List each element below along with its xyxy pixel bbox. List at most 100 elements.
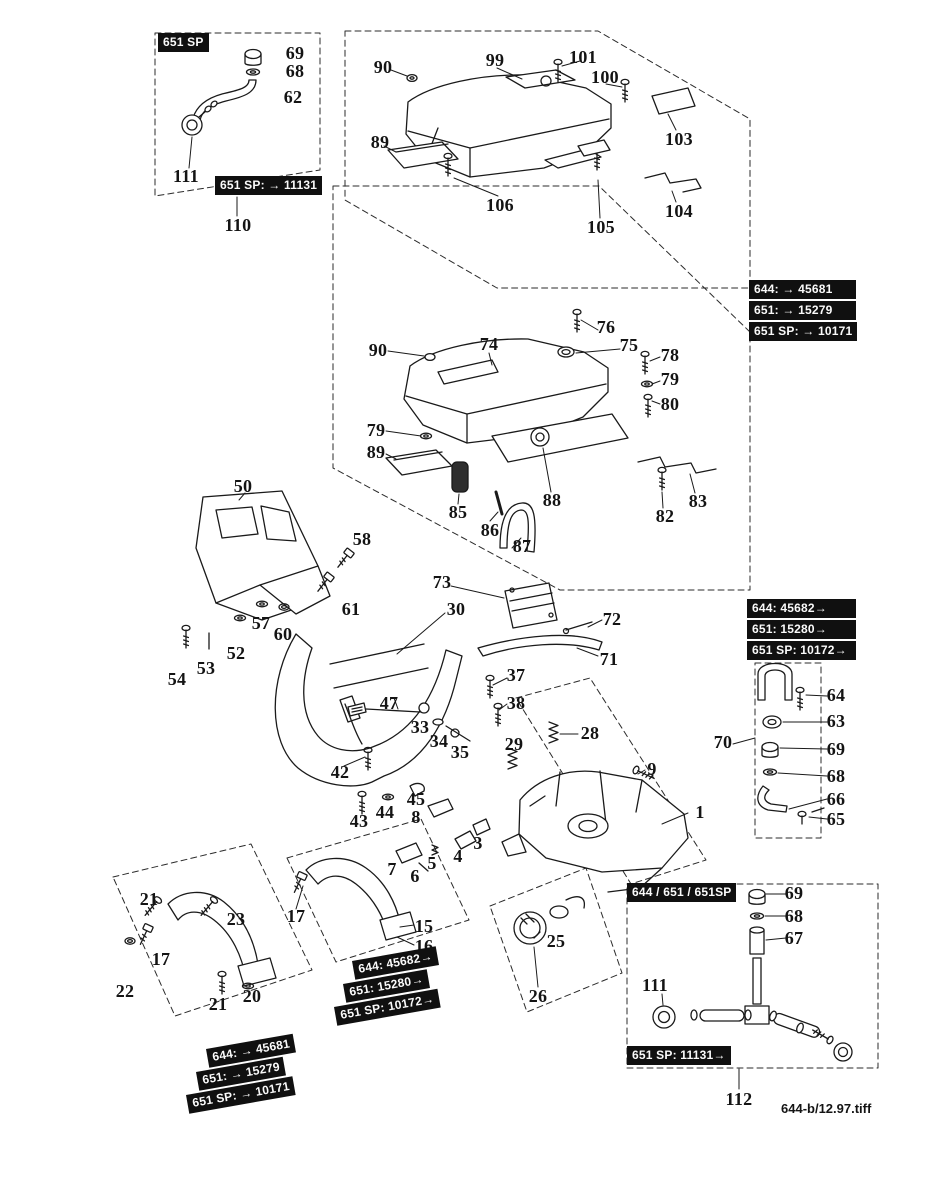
part-callout-54: 54 [167, 669, 187, 689]
part-callout-110: 110 [224, 215, 252, 235]
ref-label: 651 SP: → 11131 [215, 176, 323, 195]
part-callout-50: 50 [233, 476, 253, 496]
part-callout-90: 90 [368, 340, 388, 360]
part-callout-87: 87 [512, 536, 532, 556]
part-callout-3: 3 [473, 833, 483, 853]
part-callout-44: 44 [375, 802, 395, 822]
part-callout-65: 65 [826, 809, 846, 829]
part-callout-58: 58 [352, 529, 372, 549]
carb-flange-drawing [477, 582, 603, 657]
part-callout-72: 72 [602, 609, 622, 629]
fuel-tank-top-drawing [387, 58, 702, 193]
part-callout-101: 101 [569, 47, 597, 67]
ref-label: 651: → 15279 [749, 301, 856, 320]
part-callout-88: 88 [542, 490, 562, 510]
part-callout-43: 43 [349, 811, 369, 831]
part-callout-82: 82 [655, 506, 675, 526]
part-callout-69: 69 [826, 739, 846, 759]
part-callout-45: 45 [406, 789, 426, 809]
pickup-right-drawing [757, 662, 825, 825]
part-callout-74: 74 [479, 334, 499, 354]
part-callout-62: 62 [283, 87, 303, 107]
part-callout-29: 29 [504, 734, 524, 754]
part-callout-68: 68 [285, 61, 305, 81]
part-callout-21: 21 [139, 889, 159, 909]
part-callout-105: 105 [587, 217, 615, 237]
part-callout-53: 53 [196, 658, 216, 678]
rear-handle-drawing [274, 633, 463, 787]
part-callout-4: 4 [453, 846, 463, 866]
ref-label: 651 SP: 10172→ [747, 641, 856, 660]
part-callout-79: 79 [366, 420, 386, 440]
part-callout-57: 57 [251, 613, 271, 633]
part-callout-5: 5 [427, 853, 437, 873]
part-callout-83: 83 [688, 491, 708, 511]
chassis-tank-drawing [501, 770, 689, 893]
part-callout-25: 25 [546, 931, 566, 951]
part-callout-21: 21 [208, 994, 228, 1014]
ref-label: 644: → 45681 [749, 280, 856, 299]
part-callout-112: 112 [725, 1089, 753, 1109]
part-callout-22: 22 [115, 981, 135, 1001]
part-callout-26: 26 [528, 986, 548, 1006]
part-callout-71: 71 [599, 649, 619, 669]
part-callout-17: 17 [286, 906, 306, 926]
ref-label: 651: 15280→ [747, 620, 856, 639]
part-callout-100: 100 [591, 67, 619, 87]
ref-label: 644: 45682→ [747, 599, 856, 618]
part-callout-86: 86 [480, 520, 500, 540]
leader-lines [188, 60, 828, 1090]
part-callout-15: 15 [414, 916, 434, 936]
part-callout-8: 8 [411, 807, 421, 827]
part-callout-63: 63 [826, 711, 846, 731]
part-callout-17: 17 [151, 949, 171, 969]
front-handle-left-drawing [124, 891, 277, 995]
part-callout-111: 111 [173, 166, 199, 186]
part-callout-89: 89 [366, 442, 386, 462]
part-callout-106: 106 [486, 195, 514, 215]
ref-label: 644 / 651 / 651SP [627, 883, 737, 902]
part-callout-80: 80 [660, 394, 680, 414]
part-callout-52: 52 [226, 643, 246, 663]
part-callout-33: 33 [410, 717, 430, 737]
part-callout-66: 66 [826, 789, 846, 809]
part-callout-89: 89 [370, 132, 390, 152]
part-callout-64: 64 [826, 685, 846, 705]
part-callout-103: 103 [665, 129, 693, 149]
part-callout-76: 76 [596, 317, 616, 337]
part-callout-104: 104 [665, 201, 693, 221]
part-callout-9: 9 [647, 759, 657, 779]
part-callout-68: 68 [784, 906, 804, 926]
pickup-bottom-drawing [652, 888, 853, 1062]
ref-label: 651 SP: 11131→ [627, 1046, 731, 1065]
fuel-tank-mid-drawing [385, 308, 717, 553]
hand-guard-drawing [181, 490, 356, 650]
part-callout-79: 79 [660, 369, 680, 389]
part-callout-38: 38 [506, 693, 526, 713]
part-callout-28: 28 [580, 723, 600, 743]
part-callout-90: 90 [373, 57, 393, 77]
part-callout-7: 7 [387, 859, 397, 879]
part-callout-60: 60 [273, 624, 293, 644]
part-callout-69: 69 [784, 883, 804, 903]
fuel-cap-drawing [513, 896, 586, 945]
part-callout-70: 70 [713, 732, 733, 752]
part-callout-99: 99 [485, 50, 505, 70]
part-callout-23: 23 [226, 909, 246, 929]
part-callout-6: 6 [410, 866, 420, 886]
part-callout-37: 37 [506, 665, 526, 685]
part-callout-61: 61 [341, 599, 361, 619]
part-callout-20: 20 [242, 986, 262, 1006]
part-callout-67: 67 [784, 928, 804, 948]
throttle-linkage-drawing [347, 674, 657, 872]
ref-label: 651 SP: → 10171 [749, 322, 858, 341]
part-callout-68: 68 [826, 766, 846, 786]
part-callout-42: 42 [330, 762, 350, 782]
ref-label: 651 SP [158, 33, 209, 52]
part-callout-47: 47 [379, 693, 399, 713]
primer-hose-drawing [181, 48, 262, 136]
part-callout-85: 85 [448, 502, 468, 522]
part-callout-73: 73 [432, 572, 452, 592]
